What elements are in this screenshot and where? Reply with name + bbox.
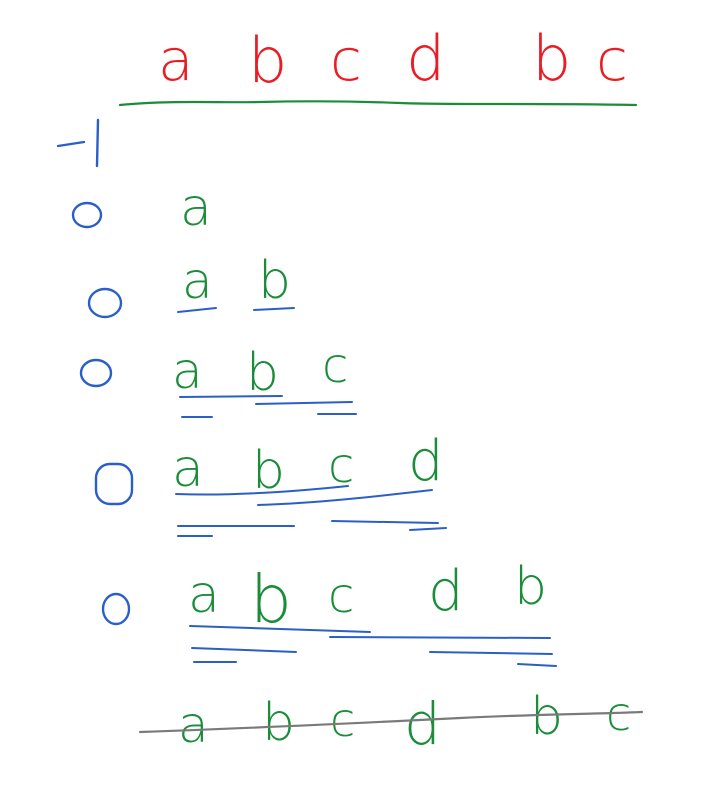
row-marker [87, 287, 123, 319]
row-letter-a: a [172, 342, 203, 400]
row-letter-c: c [328, 438, 354, 494]
row-marker [101, 592, 131, 626]
underline [175, 485, 349, 496]
header-underline [118, 100, 638, 107]
underline [255, 401, 353, 405]
minus-stroke [56, 140, 86, 148]
row-letter-b: b [246, 343, 279, 403]
row-5: a b c d b [101, 557, 557, 667]
bottom-letter-b: b [262, 693, 295, 753]
row-letter-b: b [258, 251, 291, 311]
row-1: a [71, 178, 212, 238]
underline [189, 625, 371, 633]
row-letter-d: d [428, 559, 464, 624]
underline [253, 307, 295, 311]
row-3: a b c [79, 338, 357, 418]
bottom-row: a b c d b c [138, 687, 644, 758]
row-letter-a: a [180, 178, 212, 238]
underline [429, 651, 553, 655]
underline [329, 636, 551, 639]
row-2: a b [87, 251, 295, 319]
underline [179, 395, 283, 398]
row-marker [94, 462, 134, 506]
underline [409, 527, 447, 531]
row-marker [79, 358, 113, 388]
header-letter-b: b [248, 24, 287, 97]
strike-line [138, 710, 644, 734]
bottom-letter-b-2: b [530, 687, 563, 747]
underline [177, 307, 217, 313]
underline [257, 489, 433, 506]
underline [191, 647, 297, 653]
header-letter-d: d [406, 22, 445, 95]
bottom-letter-a: a [178, 696, 209, 754]
row-letter-a: a [172, 439, 204, 499]
row-letter-b: b [250, 561, 292, 638]
one-stroke [95, 118, 100, 168]
row-letter-c: c [328, 568, 354, 624]
underline [517, 663, 557, 667]
underline [331, 520, 439, 524]
row-marker [71, 201, 103, 229]
header-letter-c-2: c [596, 26, 628, 94]
row-letter-a: a [182, 252, 213, 310]
start-marker [56, 118, 100, 168]
bottom-letter-c: c [330, 693, 355, 747]
row-letter-b-2: b [514, 557, 547, 617]
row-letter-c: c [322, 338, 348, 394]
row-letter-a: a [188, 565, 220, 625]
row-letter-d: d [408, 429, 444, 494]
header-sequence: a b c d b c [158, 22, 628, 97]
header-letter-a: a [158, 26, 194, 94]
header-letter-b-2: b [532, 22, 571, 95]
bottom-letter-d: d [404, 690, 441, 758]
row-4: a b c d [94, 429, 447, 537]
header-letter-c: c [330, 26, 362, 94]
